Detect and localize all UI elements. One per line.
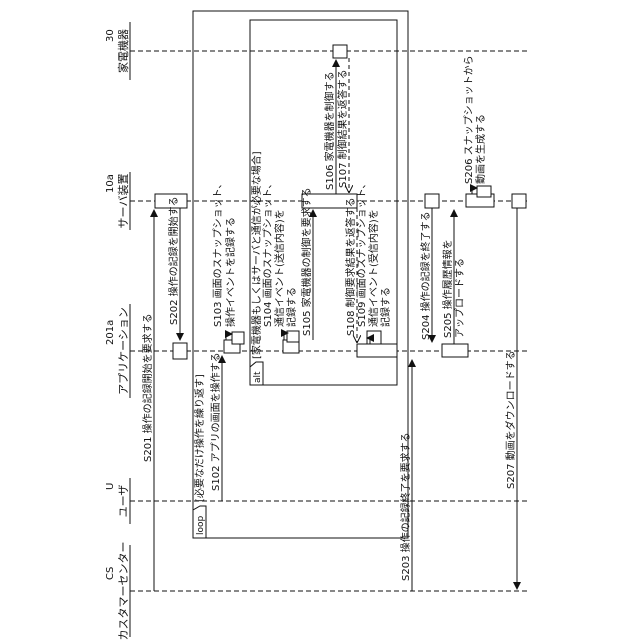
loop-frame-keyword: loop bbox=[196, 515, 206, 535]
message-label-s201: S201 操作の記録開始を要求する bbox=[141, 313, 154, 462]
participants: カスタマーセンター CS ユーザ U アプリケーション 201a サーバ装置 1… bbox=[105, 22, 130, 640]
participant-application: アプリケーション 201a bbox=[105, 304, 130, 398]
message-label-s103-line2: 操作イベントを記録する bbox=[224, 217, 237, 327]
activation-server-s207 bbox=[512, 194, 526, 208]
activation-application-s108 bbox=[357, 344, 397, 357]
participant-customer-center: カスタマーセンター CS bbox=[105, 542, 130, 640]
message-label-s202: S202 操作の記録を開始する bbox=[167, 196, 180, 325]
participant-ref-user: U bbox=[105, 483, 116, 490]
alt-frame-guard: [家電機器もしくはサーバと通信が必要な場合] bbox=[250, 151, 263, 359]
message-label-s205-line2: アップロードする bbox=[454, 258, 466, 338]
participant-name-home-appliance: 家電機器 bbox=[116, 29, 130, 73]
activation-home-appliance-s106 bbox=[333, 45, 347, 58]
message-label-s107: S107 制御結果を返答する bbox=[336, 69, 349, 188]
message-label-s109: S109 画面のスナップショット、 通信イベント(受信内容)を 記録する bbox=[356, 175, 392, 327]
alt-frame-keyword: alt bbox=[253, 371, 263, 383]
arrow-s103 bbox=[226, 334, 232, 340]
message-label-s104-line1: S104 画面のスナップショット、 bbox=[262, 179, 274, 327]
message-label-s105: S105 家電機器の制御を要求する bbox=[300, 187, 313, 336]
message-label-s103: S103 画面のスナップショット、 操作イベントを記録する bbox=[212, 175, 237, 327]
message-label-s104-line3: 記録する bbox=[285, 287, 298, 327]
message-label-s104-line2: 通信イベント(送信内容)を bbox=[273, 209, 286, 327]
message-label-s109-line2: 通信イベント(受信内容)を bbox=[367, 209, 380, 327]
message-label-s205-line1: S205 操作履歴情報を bbox=[441, 239, 454, 338]
message-label-s103-line1: S103 画面のスナップショット、 bbox=[212, 179, 224, 327]
loop-frame-guard: [必要なだけ操作を繰り返す] bbox=[193, 374, 206, 502]
message-label-s109-line3: 記録する bbox=[379, 287, 392, 327]
message-label-s206-line2: 動画を生成する bbox=[474, 114, 487, 184]
participant-server: サーバ装置 10a bbox=[105, 172, 130, 230]
participant-ref-application: 201a bbox=[105, 320, 116, 345]
participant-name-application: アプリケーション bbox=[117, 307, 130, 395]
activation-application-s202 bbox=[173, 343, 187, 359]
message-label-s205: S205 操作履歴情報を アップロードする bbox=[441, 236, 466, 338]
participant-home-appliance: 家電機器 30 bbox=[105, 22, 130, 80]
arrow-s206 bbox=[472, 188, 477, 194]
message-label-s206-line1: S206 スナップショットから bbox=[463, 55, 475, 184]
message-label-s203: S203 操作の記録終了を要求する bbox=[399, 432, 412, 581]
participant-ref-customer-center: CS bbox=[105, 567, 116, 580]
message-label-s104: S104 画面のスナップショット、 通信イベント(送信内容)を 記録する bbox=[262, 175, 298, 327]
message-label-s106: S106 家電機器を制御する bbox=[323, 71, 336, 190]
activation-application-s205 bbox=[442, 344, 468, 357]
participant-ref-home-appliance: 30 bbox=[105, 29, 116, 42]
participant-user: ユーザ U bbox=[105, 478, 130, 524]
message-label-s206: S206 スナップショットから 動画を生成する bbox=[463, 52, 487, 184]
activation-server-s204 bbox=[425, 194, 439, 208]
message-label-s204: S204 操作の記録を終了する bbox=[419, 211, 432, 340]
participant-name-server: サーバ装置 bbox=[117, 174, 130, 229]
message-label-s109-line1: S109 画面のスナップショット、 bbox=[356, 179, 368, 327]
message-label-s102: S102 アプリの画面を操作する bbox=[209, 352, 222, 491]
activation-server-s206-self bbox=[477, 186, 491, 197]
activation-application-s104-self bbox=[287, 331, 299, 342]
participant-ref-server: 10a bbox=[105, 174, 116, 193]
participant-name-user: ユーザ bbox=[117, 485, 130, 518]
message-label-s108: S108 制御要求結果を返答する bbox=[344, 197, 357, 336]
activation-application-s103-self bbox=[232, 332, 244, 344]
participant-name-customer-center: カスタマーセンター bbox=[117, 542, 130, 640]
message-label-s207: S207 動画をダウンロードする bbox=[504, 350, 517, 489]
